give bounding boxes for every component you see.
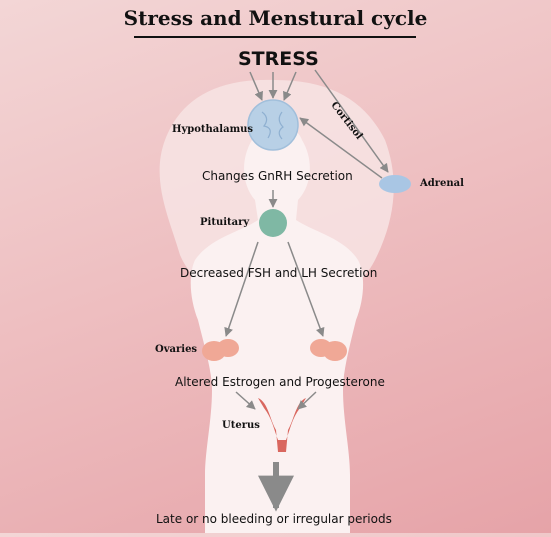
diagram-title: Stress and Menstural cycle — [123, 6, 428, 30]
left-ovary-icon — [202, 339, 239, 361]
stress-label: STRESS — [238, 48, 319, 70]
arrow-stress-to-brain-1 — [249, 71, 263, 101]
pituitary-label: Pituitary — [200, 217, 250, 228]
arrow-right-ovary-to-uterus — [297, 391, 317, 410]
adrenal-label: Adrenal — [420, 178, 464, 189]
uterus-label: Uterus — [222, 420, 260, 431]
arrow-pituitary-to-right-ovary — [287, 241, 325, 337]
gnrh-label: Changes GnRH Secretion — [202, 169, 353, 183]
adrenal-icon — [379, 175, 411, 193]
outcome-label: Late or no bleeding or irregular periods — [156, 512, 392, 526]
hypothalamus-label: Hypothalamus — [172, 124, 254, 135]
right-ovary-icon — [310, 339, 347, 361]
arrow-adrenal-to-brain — [299, 117, 383, 179]
arrow-left-ovary-to-uterus — [235, 391, 256, 410]
pituitary-icon — [259, 209, 287, 237]
brain-icon — [247, 99, 299, 151]
arrow-pituitary-to-left-ovary — [224, 241, 259, 337]
arrow-stress-to-adrenal — [314, 69, 389, 173]
title-underline — [134, 36, 416, 38]
brain-folds — [261, 111, 284, 140]
arrow-stress-to-brain-3 — [283, 71, 297, 101]
body-silhouette — [190, 125, 364, 533]
ovaries-label: Ovaries — [155, 344, 198, 355]
fsh-lh-label: Decreased FSH and LH Secretion — [180, 266, 378, 280]
hormones-label: Altered Estrogen and Progesterone — [175, 375, 385, 389]
